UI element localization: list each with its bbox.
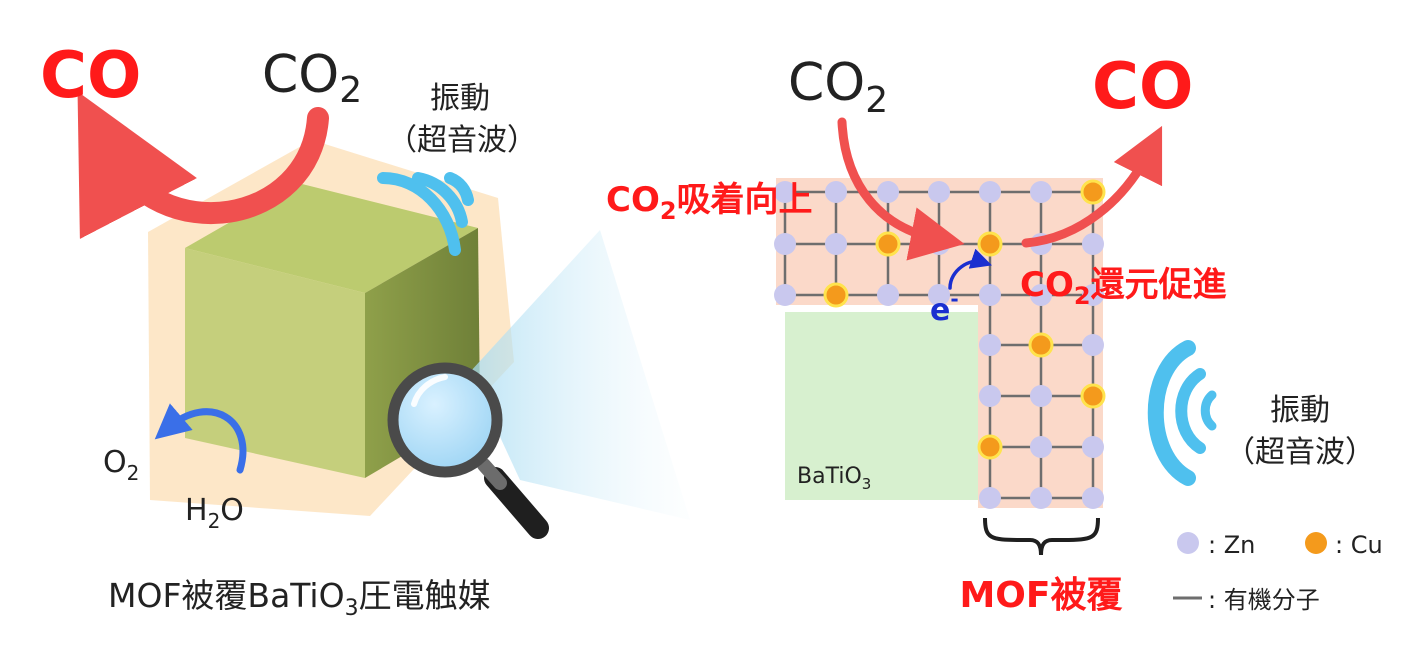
cu-node xyxy=(875,231,901,257)
left-conversion-arrow xyxy=(77,91,329,240)
cu-nodes xyxy=(823,179,1106,460)
zn-node xyxy=(1030,284,1052,306)
right-co-label: CO xyxy=(1092,50,1193,124)
zn-node xyxy=(979,487,1001,509)
left-vibration-waves xyxy=(377,172,474,256)
zn-node xyxy=(1030,436,1052,458)
zn-node xyxy=(979,181,1001,203)
mof-layer-fill xyxy=(776,178,1103,508)
zn-node xyxy=(1082,487,1104,509)
zn-nodes xyxy=(774,181,1104,509)
legend-cu-swatch xyxy=(1305,532,1327,554)
right-release-arrow xyxy=(1021,125,1163,248)
zn-node xyxy=(1082,436,1104,458)
zn-node xyxy=(979,334,1001,356)
zn-node xyxy=(877,284,899,306)
right-adsorb-arrow xyxy=(837,117,965,261)
h2o-label: H2O xyxy=(185,493,244,533)
zn-node xyxy=(877,181,899,203)
water-oxidation-arrow xyxy=(154,403,247,474)
right-co2-label: CO2 xyxy=(788,53,888,121)
left-vibration-sub: （超音波） xyxy=(387,123,537,158)
cu-node xyxy=(823,282,849,308)
legend-zn-swatch xyxy=(1177,532,1199,554)
legend-linker-label: : 有機分子 xyxy=(1208,586,1320,614)
wave-icon xyxy=(377,172,461,256)
magnifier-beam xyxy=(470,230,690,520)
right-vibration-sub: （超音波） xyxy=(1225,435,1375,470)
right-vibration-waves xyxy=(1147,340,1217,486)
zn-node xyxy=(774,181,796,203)
zn-node xyxy=(928,284,950,306)
left-caption: MOF被覆BaTiO3圧電触媒 xyxy=(108,576,491,621)
cu-node xyxy=(977,231,1003,257)
cu-node xyxy=(1080,179,1106,205)
wave-icon xyxy=(412,172,468,228)
batio3-substrate xyxy=(785,312,990,500)
left-co2-label: CO2 xyxy=(262,45,362,111)
wave-icon xyxy=(444,172,474,206)
left-vibration-label: 振動 xyxy=(430,81,490,116)
electron-transfer-arrow xyxy=(948,248,992,290)
cu-node xyxy=(1028,332,1054,358)
zn-node xyxy=(825,233,847,255)
cu-node xyxy=(977,434,1003,460)
zn-node xyxy=(774,284,796,306)
batio3-label: BaTiO3 xyxy=(797,464,871,493)
wave-icon xyxy=(1200,390,1217,431)
zn-node xyxy=(979,385,1001,407)
zn-node xyxy=(1030,487,1052,509)
right-vibration-label: 振動 xyxy=(1270,393,1330,428)
mof-bracket xyxy=(983,517,1100,556)
o2-label: O2 xyxy=(103,445,139,485)
reduction-label: CO2還元促進 xyxy=(1020,265,1227,310)
magnifying-glass-icon xyxy=(387,362,549,539)
zn-node xyxy=(1030,181,1052,203)
legend-cu-label: : Cu xyxy=(1335,531,1383,559)
zn-node xyxy=(1082,284,1104,306)
zn-node xyxy=(979,284,1001,306)
left-co-label: CO xyxy=(40,39,141,113)
zn-node xyxy=(825,181,847,203)
zn-node xyxy=(1030,385,1052,407)
zn-node xyxy=(1082,334,1104,356)
legend: : Zn : Cu : 有機分子 xyxy=(1173,531,1383,614)
mof-coating-label: MOF被覆 xyxy=(959,575,1122,616)
adsorption-label: CO2吸着向上 xyxy=(606,180,813,225)
wave-icon xyxy=(1175,368,1206,454)
wave-icon xyxy=(1147,340,1196,486)
zn-node xyxy=(928,181,950,203)
zn-node xyxy=(774,233,796,255)
cu-node xyxy=(1080,383,1106,409)
zn-node xyxy=(1082,233,1104,255)
legend-zn-label: : Zn xyxy=(1208,531,1255,559)
electron-label: e- xyxy=(930,287,959,328)
